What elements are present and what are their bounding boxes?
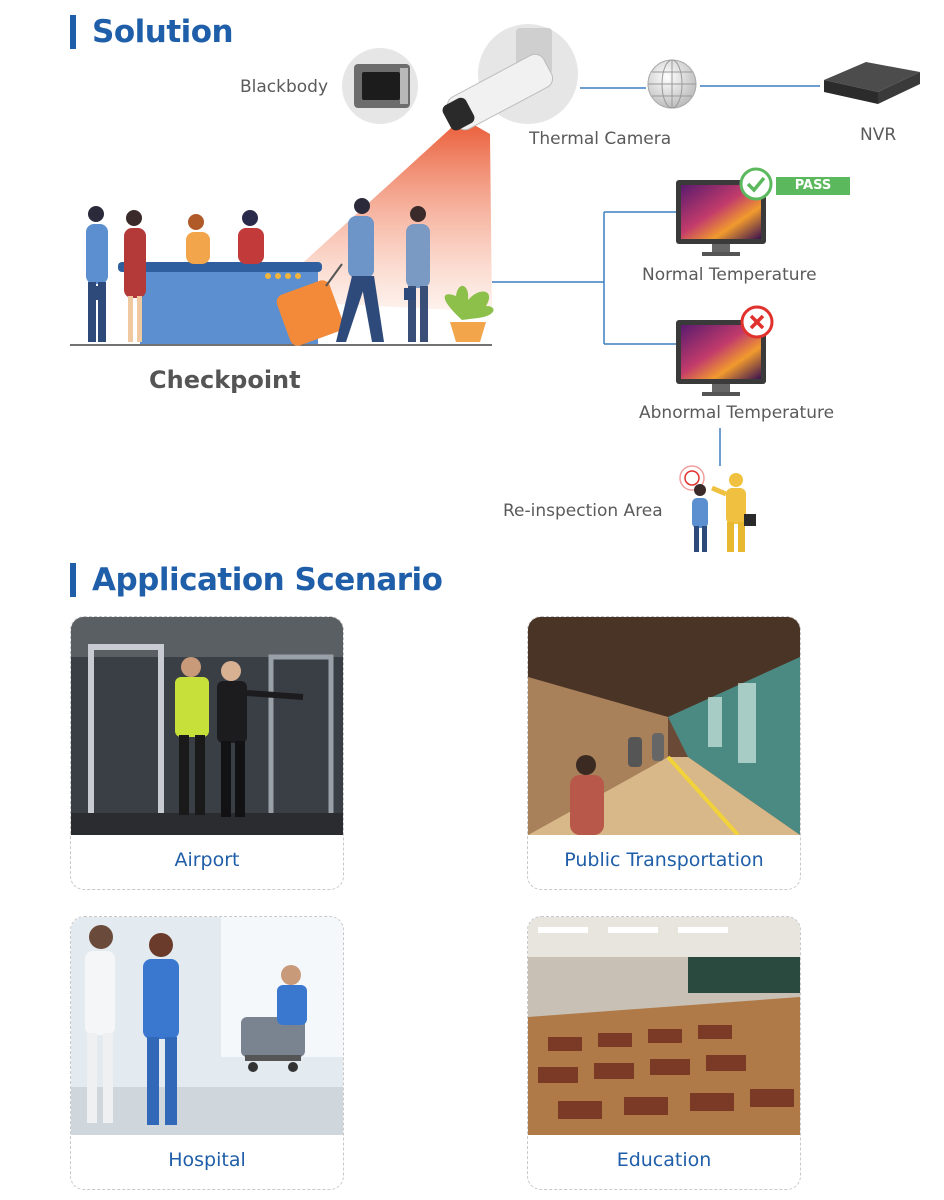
scenario-title: Application Scenario: [92, 562, 443, 598]
pass-badge: PASS: [794, 178, 832, 193]
solution-title: Solution: [92, 14, 234, 50]
solution-heading: Solution: [70, 14, 234, 50]
scenario-card-education[interactable]: Education: [527, 916, 801, 1190]
checkpoint-label: Checkpoint: [149, 366, 301, 394]
reinspection-area-label: Re-inspection Area: [503, 501, 663, 521]
blackbody-label: Blackbody: [240, 77, 329, 97]
pass-badge-bg: [776, 177, 850, 195]
subway-photo: [528, 617, 800, 835]
hospital-photo: [71, 917, 343, 1135]
normal-monitor: [676, 180, 766, 256]
heading-bar: [70, 563, 76, 597]
thermal-camera: [442, 24, 578, 131]
heading-bar: [70, 15, 76, 49]
scenario-card-airport[interactable]: Airport: [70, 616, 344, 890]
scenario-card-public-transportation[interactable]: Public Transportation: [527, 616, 801, 890]
scenario-card-hospital[interactable]: Hospital: [70, 916, 344, 1190]
reinspection-figures: [679, 465, 756, 552]
pass-check-icon: [739, 167, 773, 201]
scenario-label: Hospital: [168, 1149, 246, 1171]
fail-cross-icon: [740, 305, 774, 339]
scenario-label: Public Transportation: [564, 849, 764, 871]
scenario-heading: Application Scenario: [70, 562, 443, 598]
scenario-label: Education: [616, 1149, 712, 1171]
normal-temperature-label: Normal Temperature: [642, 265, 817, 285]
airport-photo: [71, 617, 343, 835]
checkpoint-scene: [70, 198, 494, 346]
nvr-device: [824, 62, 920, 104]
scenario-label: Airport: [174, 849, 240, 871]
classroom-photo: [528, 917, 800, 1135]
thermal-camera-label: Thermal Camera: [529, 129, 672, 149]
abnormal-temperature-label: Abnormal Temperature: [639, 403, 835, 423]
nvr-label: NVR: [860, 125, 897, 145]
blackbody-device: [342, 48, 418, 124]
network-globe: [647, 59, 697, 109]
solution-diagram: [70, 24, 920, 552]
